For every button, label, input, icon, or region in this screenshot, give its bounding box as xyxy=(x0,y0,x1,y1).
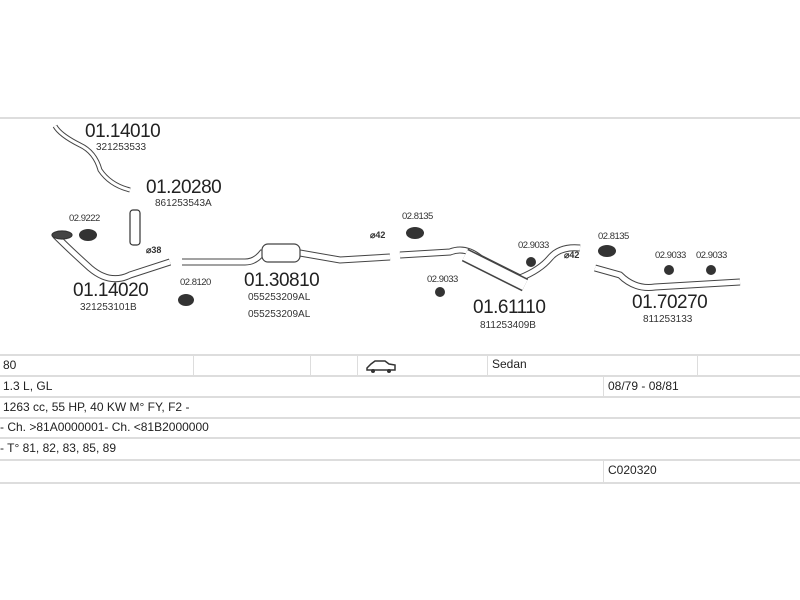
oe-number: 811253409B xyxy=(480,320,536,331)
table-row-divider xyxy=(0,396,800,398)
part-number: 01.20280 xyxy=(146,177,222,198)
engine-cell: 1.3 L, GL xyxy=(3,379,53,393)
flex-pipe-01-20280 xyxy=(129,209,141,246)
clamp-label: 02.9222 xyxy=(69,213,100,224)
downpipe-01-14020 xyxy=(52,232,172,283)
table-column-divider xyxy=(193,356,194,375)
part-number: 01.30810 xyxy=(244,270,320,291)
table-row-divider xyxy=(0,354,800,356)
types-cell: - T° 81, 82, 83, 85, 89 xyxy=(0,441,116,455)
clamp-icons xyxy=(79,227,716,306)
table-column-divider xyxy=(487,356,488,375)
clamp-label: 02.9033 xyxy=(655,250,686,261)
specs-cell: 1263 cc, 55 HP, 40 KW M° FY, F2 - xyxy=(3,400,190,414)
table-row-divider xyxy=(0,375,800,377)
body-type-cell: Sedan xyxy=(492,357,527,371)
car-sedan-icon xyxy=(366,360,396,373)
table-row-divider xyxy=(0,459,800,461)
top-divider xyxy=(0,117,800,119)
table-row-divider xyxy=(0,417,800,419)
part-number: 01.14020 xyxy=(73,280,149,301)
part-number: 01.14010 xyxy=(85,121,161,142)
diameter-label: ⌀38 xyxy=(146,245,162,255)
oe-number: 055253209AL xyxy=(248,309,311,320)
code-cell: C020320 xyxy=(608,463,657,477)
oe-number: 321253101B xyxy=(80,302,137,313)
table-row-divider xyxy=(0,437,800,439)
table-row-divider xyxy=(0,482,800,484)
clamp-label: 02.8135 xyxy=(402,211,433,222)
oe-number: 055253209AL xyxy=(248,292,311,303)
part-number: 01.70270 xyxy=(632,292,708,313)
clamp-label: 02.8135 xyxy=(598,231,629,242)
diameter-label: ⌀42 xyxy=(370,230,386,240)
table-column-divider xyxy=(697,356,698,375)
part-number: 01.61110 xyxy=(473,297,546,318)
table-column-divider xyxy=(603,461,604,482)
table-column-divider xyxy=(310,356,311,375)
table-column-divider xyxy=(603,377,604,396)
model-cell: 80 xyxy=(3,358,17,372)
table-column-divider xyxy=(357,356,358,375)
clamp-label: 02.9033 xyxy=(518,240,549,251)
oe-number: 811253133 xyxy=(643,314,693,325)
clamp-label: 02.8120 xyxy=(180,277,211,288)
oe-number: 861253543A xyxy=(155,198,212,209)
chassis-cell: - Ch. >81A0000001- Ch. <81B2000000 xyxy=(0,420,209,434)
clamp-label: 02.9033 xyxy=(696,250,727,261)
date-range-cell: 08/79 - 08/81 xyxy=(608,379,679,393)
diameter-label: ⌀42 xyxy=(564,250,580,260)
oe-number: 321253533 xyxy=(96,142,147,153)
exhaust-diagram xyxy=(51,124,741,306)
clamp-label: 02.9033 xyxy=(427,274,458,285)
